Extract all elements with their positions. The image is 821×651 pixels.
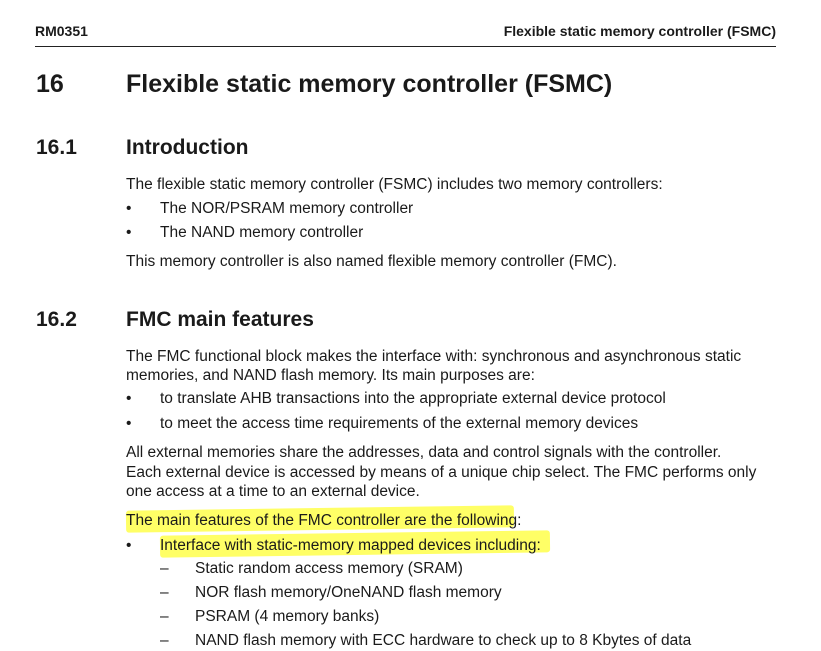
sub-list-item-text: NAND flash memory with ECC hardware to c… xyxy=(195,632,692,649)
fmc-purpose-line-1: The FMC functional block makes the inter… xyxy=(126,348,742,365)
dash-icon: – xyxy=(160,632,169,649)
list-item-text: to meet the access time requirements of … xyxy=(160,415,639,432)
shared-signals-line-3: one access at a time to an external devi… xyxy=(126,483,420,500)
list-item-text: to translate AHB transactions into the a… xyxy=(160,390,666,407)
page-header: RM0351 Flexible static memory controller… xyxy=(35,20,776,47)
document-id: RM0351 xyxy=(35,23,88,39)
list-item-text: The NAND memory controller xyxy=(160,224,364,241)
section-16-number: 16 xyxy=(36,70,64,98)
section-16-2-title: FMC main features xyxy=(126,308,314,331)
section-16-1-title: Introduction xyxy=(126,136,249,159)
bullet-icon: • xyxy=(126,415,132,432)
section-16-1-number: 16.1 xyxy=(36,136,77,159)
section-16-2-number: 16.2 xyxy=(36,308,77,331)
shared-signals-line-1: All external memories share the addresse… xyxy=(126,444,722,461)
bullet-icon: • xyxy=(126,224,132,241)
bullet-icon: • xyxy=(126,390,132,407)
sub-list-item-text: PSRAM (4 memory banks) xyxy=(195,608,380,625)
shared-signals-line-2: Each external device is accessed by mean… xyxy=(126,464,757,481)
bullet-icon: • xyxy=(126,200,132,217)
list-item-text: The NOR/PSRAM memory controller xyxy=(160,200,414,217)
intro-paragraph: The flexible static memory controller (F… xyxy=(126,176,663,193)
fmc-purpose-line-2: memories, and NAND flash memory. Its mai… xyxy=(126,367,535,384)
bullet-icon: • xyxy=(126,537,132,554)
dash-icon: – xyxy=(160,560,169,577)
list-item-text: Interface with static-memory mapped devi… xyxy=(160,537,541,554)
sub-list-item-text: NOR flash memory/OneNAND flash memory xyxy=(195,584,502,601)
dash-icon: – xyxy=(160,608,169,625)
dash-icon: – xyxy=(160,584,169,601)
section-16-title: Flexible static memory controller (FSMC) xyxy=(126,70,613,98)
fmc-naming-paragraph: This memory controller is also named fle… xyxy=(126,253,617,270)
features-intro: The main features of the FMC controller … xyxy=(126,512,522,529)
chapter-title: Flexible static memory controller (FSMC) xyxy=(503,23,776,39)
sub-list-item-text: Static random access memory (SRAM) xyxy=(195,560,463,577)
